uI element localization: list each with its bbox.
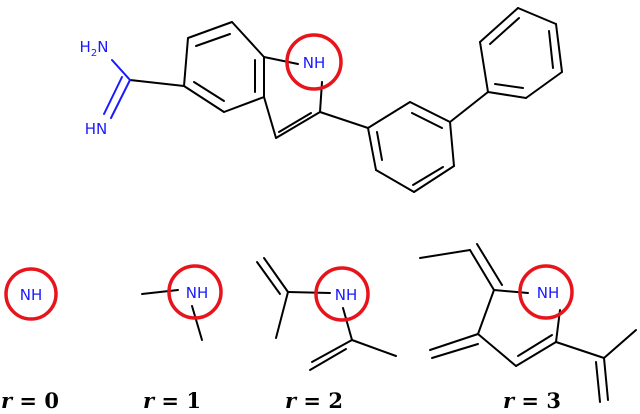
label-r3: r = 3	[503, 388, 561, 413]
highlight-circle-r1	[167, 264, 223, 320]
nh-atom-r1: NH	[186, 284, 209, 302]
nh-atom-main: NH	[303, 54, 326, 72]
label-r2: r = 2	[285, 388, 343, 413]
highlight-circle-main	[285, 33, 343, 91]
aryl-link-bond	[319, 111, 369, 129]
highlight-circle-r0	[4, 267, 58, 321]
highlight-circle-r3	[518, 264, 574, 320]
indole-benzene-ring	[183, 21, 265, 113]
nh-atom-r2: NH	[335, 286, 358, 304]
fragment-r2: NH	[256, 257, 397, 371]
main-molecule	[103, 7, 563, 193]
nh-atom-r3: NH	[537, 284, 560, 302]
phenyl-ring-2	[479, 7, 563, 99]
label-r0: r = 0	[1, 388, 59, 413]
label-r1: r = 1	[143, 388, 201, 413]
phenyl-ring-1	[367, 101, 455, 193]
nh-atom-r0: NH	[20, 286, 43, 304]
fragment-r0: NH	[4, 267, 58, 321]
imine-hn-label: HN	[85, 120, 108, 138]
biphenyl-link-bond	[449, 91, 489, 123]
fragment-r1: NH	[141, 264, 223, 341]
amidine-group	[103, 59, 185, 119]
amine-h2n-label: H2N	[80, 38, 109, 59]
highlight-circle-r2	[314, 266, 370, 322]
fragment-r3: NH	[419, 243, 637, 403]
